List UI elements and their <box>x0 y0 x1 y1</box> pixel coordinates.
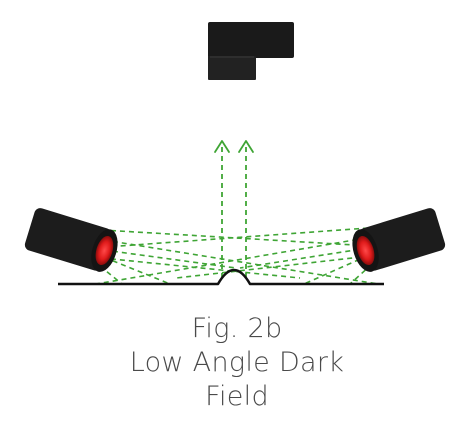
figure-title-line-2: Field <box>205 381 269 412</box>
incident-rays-right <box>95 227 377 285</box>
incident-rays-left <box>95 229 379 285</box>
arrowhead-right <box>238 140 254 153</box>
surface-with-bump <box>58 268 384 286</box>
reflected-rays <box>221 146 247 278</box>
arrowhead-left <box>214 140 230 153</box>
light-source-icon <box>352 208 446 272</box>
figure-number: Fig. 2b <box>191 313 283 344</box>
right-light-body <box>358 208 446 271</box>
left-light-body <box>24 208 112 271</box>
figure-title-line-1: Low Angle Dark <box>129 347 345 378</box>
camera-body <box>208 22 294 58</box>
camera-icon <box>208 22 294 80</box>
reflected-ray-arrowheads <box>214 140 254 153</box>
camera-lens <box>208 56 256 80</box>
light-source-icon <box>24 208 118 272</box>
right-light-emitter <box>356 235 375 266</box>
left-light-emitter <box>95 235 114 266</box>
